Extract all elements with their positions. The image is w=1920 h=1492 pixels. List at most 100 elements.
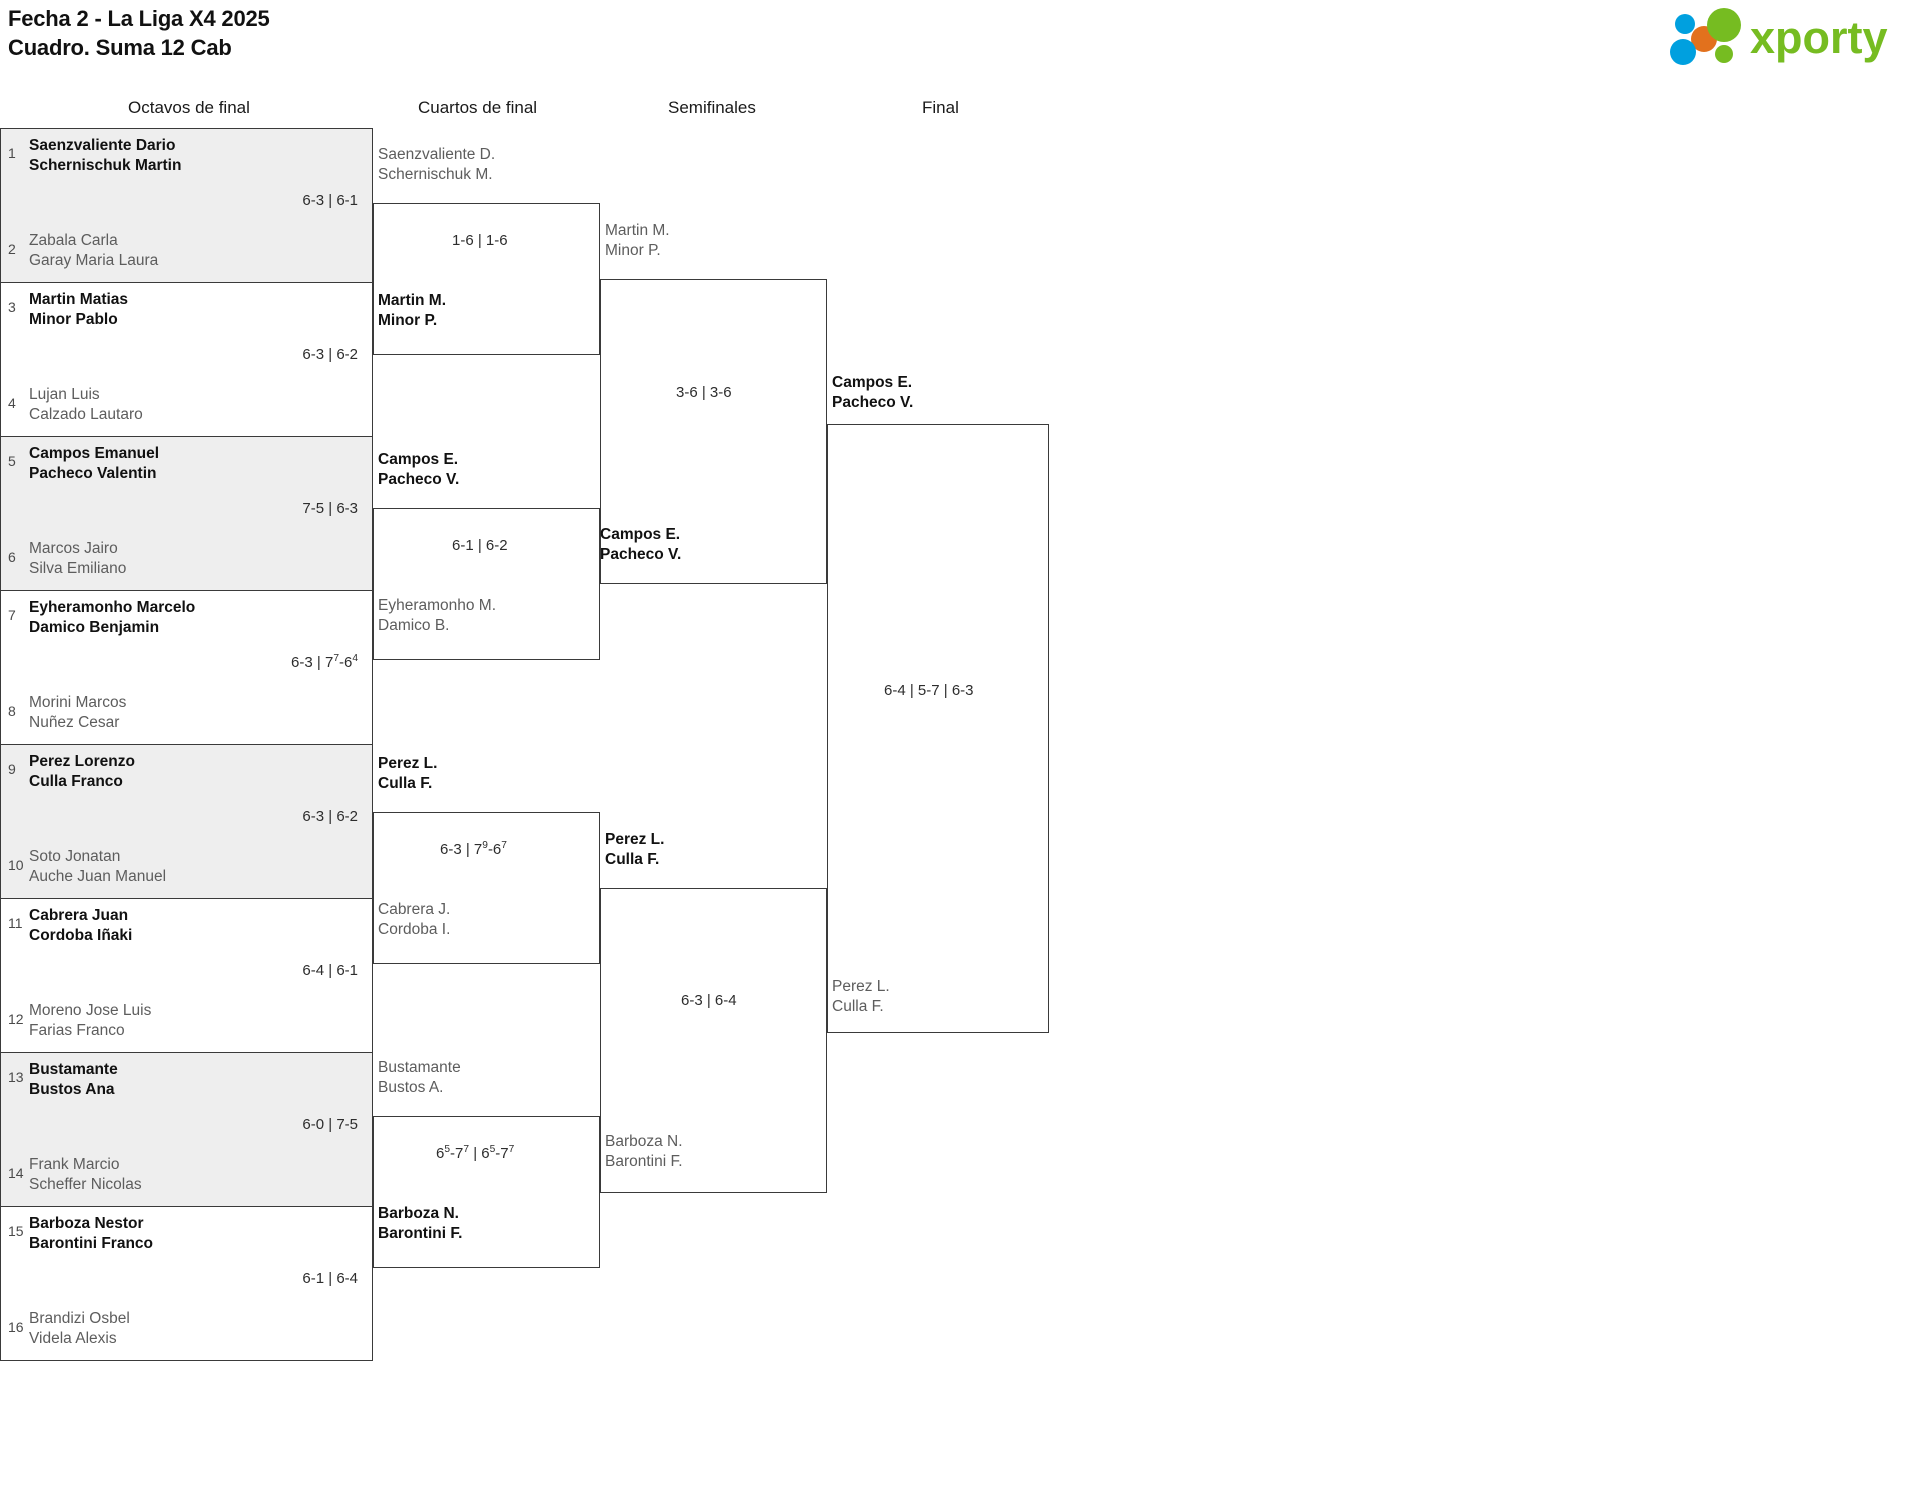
r16-match-1[interactable]: 1 Saenzvaliente Dario Schernischuk Marti…: [0, 129, 373, 283]
match-score: 6-3 | 6-2: [302, 808, 358, 825]
qf-2-box: [373, 508, 600, 660]
qf-1-score: 1-6 | 1-6: [452, 232, 508, 249]
logo-dot-green-large: [1707, 8, 1741, 42]
player-name: Garay Maria Laura: [29, 252, 159, 270]
player-name: Farias Franco: [29, 1022, 125, 1040]
seed-number: 14: [8, 1165, 24, 1181]
player-name: Bustamante: [29, 1061, 118, 1078]
r16-match-4[interactable]: 7 Eyheramonho Marcelo Damico Benjamin 6-…: [0, 591, 373, 745]
qf-1-box: [373, 203, 600, 355]
player-name: Perez L.: [378, 755, 438, 772]
player-name: Scheffer Nicolas: [29, 1176, 142, 1194]
logo-dot-blue-small: [1675, 14, 1695, 34]
sf-2-team-top: Perez L. Culla F.: [605, 830, 664, 871]
player-name: Perez L.: [605, 831, 665, 848]
player-name: Pacheco V.: [600, 546, 682, 564]
title-line-1: Fecha 2 - La Liga X4 2025: [8, 6, 270, 31]
player-name: Cordoba I.: [378, 921, 451, 939]
player-name: Nuñez Cesar: [29, 714, 120, 732]
sf-1-score: 3-6 | 3-6: [676, 384, 732, 401]
player-name: Damico B.: [378, 617, 450, 635]
sf-2-score: 6-3 | 6-4: [681, 992, 737, 1009]
seed-number: 7: [8, 607, 16, 623]
seed-number: 13: [8, 1069, 24, 1085]
qf-4-team-top: Bustamante Bustos A.: [378, 1058, 461, 1099]
player-name: Barontini F.: [605, 1153, 683, 1171]
match-score: 6-4 | 6-1: [302, 962, 358, 979]
final-score: 6-4 | 5-7 | 6-3: [884, 682, 974, 699]
player-name: Cordoba Iñaki: [29, 927, 133, 945]
qf-2-team-bottom: Eyheramonho M. Damico B.: [378, 596, 496, 637]
player-name: Zabala Carla: [29, 232, 118, 249]
player-name: Schernischuk M.: [378, 166, 493, 184]
player-name: Soto Jonatan: [29, 848, 121, 865]
r16-match-7[interactable]: 13 Bustamante Bustos Ana 6-0 | 7-5 14 Fr…: [0, 1053, 373, 1207]
r16-team-top: Bustamante Bustos Ana: [29, 1060, 118, 1101]
r16-match-8[interactable]: 15 Barboza Nestor Barontini Franco 6-1 |…: [0, 1207, 373, 1361]
r16-team-top: Cabrera Juan Cordoba Iñaki: [29, 906, 132, 947]
sf-1-box: [600, 279, 827, 584]
qf-3-team-bottom: Cabrera J. Cordoba I.: [378, 900, 450, 941]
match-score: 6-3 | 77-64: [291, 653, 358, 671]
match-score: 7-5 | 6-3: [302, 500, 358, 517]
player-name: Campos E.: [832, 374, 913, 391]
r16-team-top: Perez Lorenzo Culla Franco: [29, 752, 135, 793]
r16-team-top: Eyheramonho Marcelo Damico Benjamin: [29, 598, 195, 639]
seed-number: 5: [8, 453, 16, 469]
player-name: Calzado Lautaro: [29, 406, 143, 424]
player-name: Barontini Franco: [29, 1235, 154, 1253]
match-score: 6-3 | 6-2: [302, 346, 358, 363]
seed-number: 6: [8, 549, 16, 565]
player-name: Bustamante: [378, 1059, 461, 1076]
player-name: Minor P.: [378, 312, 438, 330]
player-name: Barboza N.: [605, 1133, 683, 1150]
player-name: Schernischuk Martin: [29, 157, 182, 175]
title-line-2: Cuadro. Suma 12 Cab: [8, 35, 232, 61]
r16-team-top: Saenzvaliente Dario Schernischuk Martin: [29, 136, 181, 177]
r16-team-bottom: Lujan Luis Calzado Lautaro: [29, 385, 143, 426]
player-name: Marcos Jairo: [29, 540, 118, 557]
r16-match-3[interactable]: 5 Campos Emanuel Pacheco Valentin 7-5 | …: [0, 437, 373, 591]
qf-3-box: [373, 812, 600, 964]
sf-1-team-top: Martin M. Minor P.: [605, 221, 670, 262]
r16-match-6[interactable]: 11 Cabrera Juan Cordoba Iñaki 6-4 | 6-1 …: [0, 899, 373, 1053]
round-header-cuartos: Cuartos de final: [418, 98, 538, 117]
seed-number: 1: [8, 145, 16, 161]
logo-wordmark: xporty: [1750, 12, 1888, 63]
player-name: Brandizi Osbel: [29, 1310, 130, 1327]
qf-3-score: 6-3 | 79-67: [440, 840, 507, 858]
player-name: Videla Alexis: [29, 1330, 117, 1348]
player-name: Barontini F.: [378, 1225, 463, 1243]
player-name: Culla Franco: [29, 773, 123, 791]
player-name: Barboza Nestor: [29, 1215, 144, 1232]
player-name: Pacheco V.: [378, 471, 460, 489]
seed-number: 9: [8, 761, 16, 777]
r16-match-5[interactable]: 9 Perez Lorenzo Culla Franco 6-3 | 6-2 1…: [0, 745, 373, 899]
r16-team-top: Martin Matias Minor Pablo: [29, 290, 128, 331]
sf-1-team-bottom: Campos E. Pacheco V.: [600, 525, 681, 566]
sf-2-box: [600, 888, 827, 1193]
r16-team-bottom: Zabala Carla Garay Maria Laura: [29, 231, 158, 272]
player-name: Saenzvaliente Dario: [29, 137, 176, 154]
player-name: Bustos Ana: [29, 1081, 115, 1099]
r16-team-bottom: Soto Jonatan Auche Juan Manuel: [29, 847, 166, 888]
seed-number: 16: [8, 1319, 24, 1335]
logo-dot-blue-large: [1670, 39, 1696, 65]
seed-number: 10: [8, 857, 24, 873]
match-score: 6-1 | 6-4: [302, 1270, 358, 1287]
logo-dot-green-small: [1715, 45, 1733, 63]
player-name: Morini Marcos: [29, 694, 127, 711]
player-name: Martin M.: [605, 222, 670, 239]
seed-number: 4: [8, 395, 16, 411]
seed-number: 8: [8, 703, 16, 719]
qf-4-box: [373, 1116, 600, 1268]
player-name: Barboza N.: [378, 1205, 459, 1222]
sf-2-team-bottom: Barboza N. Barontini F.: [605, 1132, 683, 1173]
player-name: Minor Pablo: [29, 311, 118, 329]
r16-team-bottom: Morini Marcos Nuñez Cesar: [29, 693, 126, 734]
r16-match-2[interactable]: 3 Martin Matias Minor Pablo 6-3 | 6-2 4 …: [0, 283, 373, 437]
player-name: Saenzvaliente D.: [378, 146, 496, 163]
player-name: Martin M.: [378, 292, 447, 309]
qf-2-score: 6-1 | 6-2: [452, 537, 508, 554]
round-of-16-column: 1 Saenzvaliente Dario Schernischuk Marti…: [0, 128, 373, 1361]
